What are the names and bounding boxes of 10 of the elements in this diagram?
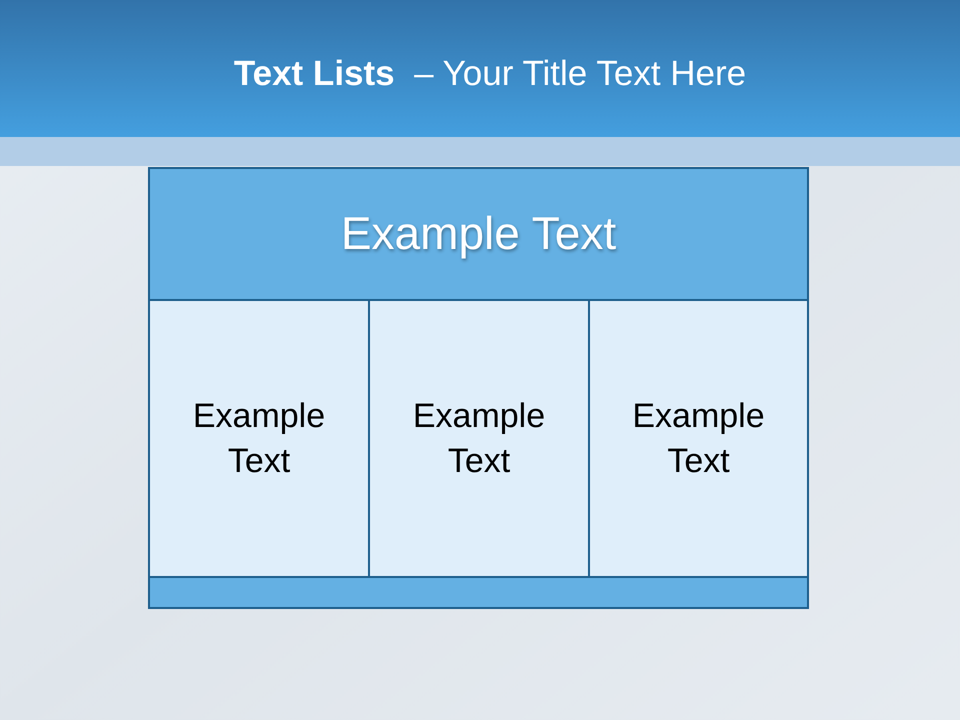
node-label: Example Text (412, 396, 546, 482)
footer-bar (148, 576, 809, 609)
slide-title: Text Lists – Your Title Text Here (234, 53, 746, 95)
node-label: Example Text (192, 396, 326, 482)
node-label: Example Text (631, 396, 766, 482)
header-box (148, 167, 809, 301)
node-label: Example Text (340, 206, 616, 262)
text-cell (148, 299, 370, 578)
text-cell (368, 299, 590, 578)
text-cell (588, 299, 809, 578)
